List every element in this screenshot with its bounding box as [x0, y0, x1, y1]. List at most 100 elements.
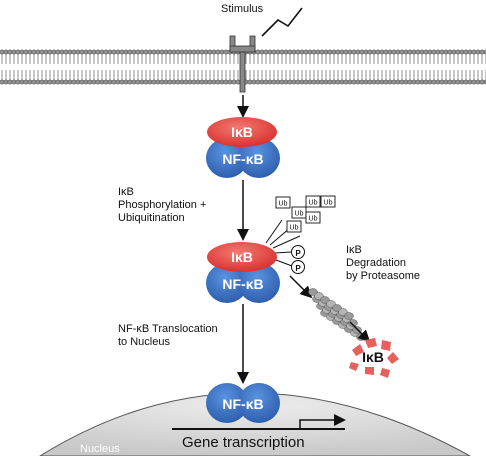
lipid-head — [179, 79, 185, 85]
lipid-head — [103, 49, 109, 55]
lipid-head — [131, 49, 137, 55]
ubiquitin-label: Ub — [279, 201, 288, 208]
lipid-head — [323, 49, 329, 55]
lipid-head — [407, 49, 413, 55]
lipid-head — [111, 79, 117, 85]
lipid-head — [431, 79, 437, 85]
nfkb-label-2: NF-κB — [222, 276, 263, 292]
lipid-head — [447, 49, 453, 55]
lipid-head — [323, 79, 329, 85]
lipid-head — [283, 79, 289, 85]
lipid-head — [435, 79, 441, 85]
lipid-head — [143, 49, 149, 55]
lipid-head — [167, 49, 173, 55]
lipid-head — [139, 49, 145, 55]
lipid-head — [119, 49, 125, 55]
lipid-head — [355, 79, 361, 85]
lipid-head — [115, 49, 121, 55]
lipid-head — [211, 49, 217, 55]
lipid-head — [419, 49, 425, 55]
lipid-head — [403, 79, 409, 85]
lipid-head — [127, 49, 133, 55]
lipid-head — [255, 79, 261, 85]
lipid-head — [67, 49, 73, 55]
translocation-line1: NF-κB Translocation — [118, 323, 218, 335]
lipid-head — [183, 49, 189, 55]
lipid-head — [131, 79, 137, 85]
lipid-head — [303, 49, 309, 55]
lipid-head — [443, 49, 449, 55]
lipid-head — [151, 49, 157, 55]
lipid-head — [0, 49, 5, 55]
lipid-head — [127, 79, 133, 85]
lipid-head — [39, 49, 45, 55]
lipid-head — [107, 49, 113, 55]
lipid-head — [351, 79, 357, 85]
lipid-head — [223, 79, 229, 85]
lipid-head — [275, 79, 281, 85]
lipid-head — [179, 49, 185, 55]
lipid-head — [47, 49, 53, 55]
lipid-head — [7, 79, 13, 85]
lipid-head — [375, 49, 381, 55]
receptor — [229, 35, 256, 93]
lipid-head — [411, 49, 417, 55]
lipid-head — [67, 79, 73, 85]
lipid-head — [23, 79, 29, 85]
lipid-head — [135, 79, 141, 85]
lipid-head — [207, 49, 213, 55]
lipid-head — [399, 79, 405, 85]
lipid-head — [75, 79, 81, 85]
lipid-head — [335, 49, 341, 55]
lipid-head — [387, 49, 393, 55]
ubiquitin-label: Ub — [324, 200, 333, 207]
lipid-head — [375, 79, 381, 85]
lipid-head — [279, 79, 285, 85]
lipid-head — [279, 49, 285, 55]
lipid-head — [311, 79, 317, 85]
lipid-head — [399, 49, 405, 55]
lipid-head — [367, 49, 373, 55]
lipid-head — [339, 49, 345, 55]
lipid-head — [47, 79, 53, 85]
gene-transcription-label: Gene transcription — [182, 434, 305, 451]
nfkb-nuclear — [206, 383, 280, 423]
lipid-head — [467, 79, 473, 85]
lipid-head — [159, 79, 165, 85]
lipid-head — [103, 79, 109, 85]
lipid-head — [287, 49, 293, 55]
lipid-head — [423, 49, 429, 55]
lipid-head — [443, 79, 449, 85]
lipid-head — [51, 79, 57, 85]
translocation-step-label: NF-κB Translocation to Nucleus — [118, 323, 218, 349]
lipid-head — [27, 79, 33, 85]
stimulus-label: Stimulus — [221, 3, 264, 15]
lipid-head — [39, 79, 45, 85]
lipid-head — [3, 79, 9, 85]
lipid-head — [367, 79, 373, 85]
lipid-head — [351, 49, 357, 55]
lipid-head — [71, 79, 77, 85]
lipid-head — [71, 49, 77, 55]
lipid-head — [439, 79, 445, 85]
lipid-head — [207, 79, 213, 85]
lipid-head — [479, 49, 485, 55]
lipid-head — [475, 49, 481, 55]
lipid-head — [359, 49, 365, 55]
lipid-head — [439, 49, 445, 55]
lipid-head — [355, 49, 361, 55]
lipid-head — [339, 79, 345, 85]
lipid-head — [123, 49, 129, 55]
lipid-head — [95, 79, 101, 85]
phospho-label-2: P — [295, 264, 301, 273]
phosphate-groups — [291, 245, 305, 274]
ubiquitin-box — [286, 220, 302, 233]
lipid-head — [91, 79, 97, 85]
lipid-head — [415, 79, 421, 85]
lipid-head — [291, 49, 297, 55]
lipid-head — [159, 49, 165, 55]
lipid-head — [347, 49, 353, 55]
lipid-head — [427, 79, 433, 85]
lipid-head — [171, 79, 177, 85]
